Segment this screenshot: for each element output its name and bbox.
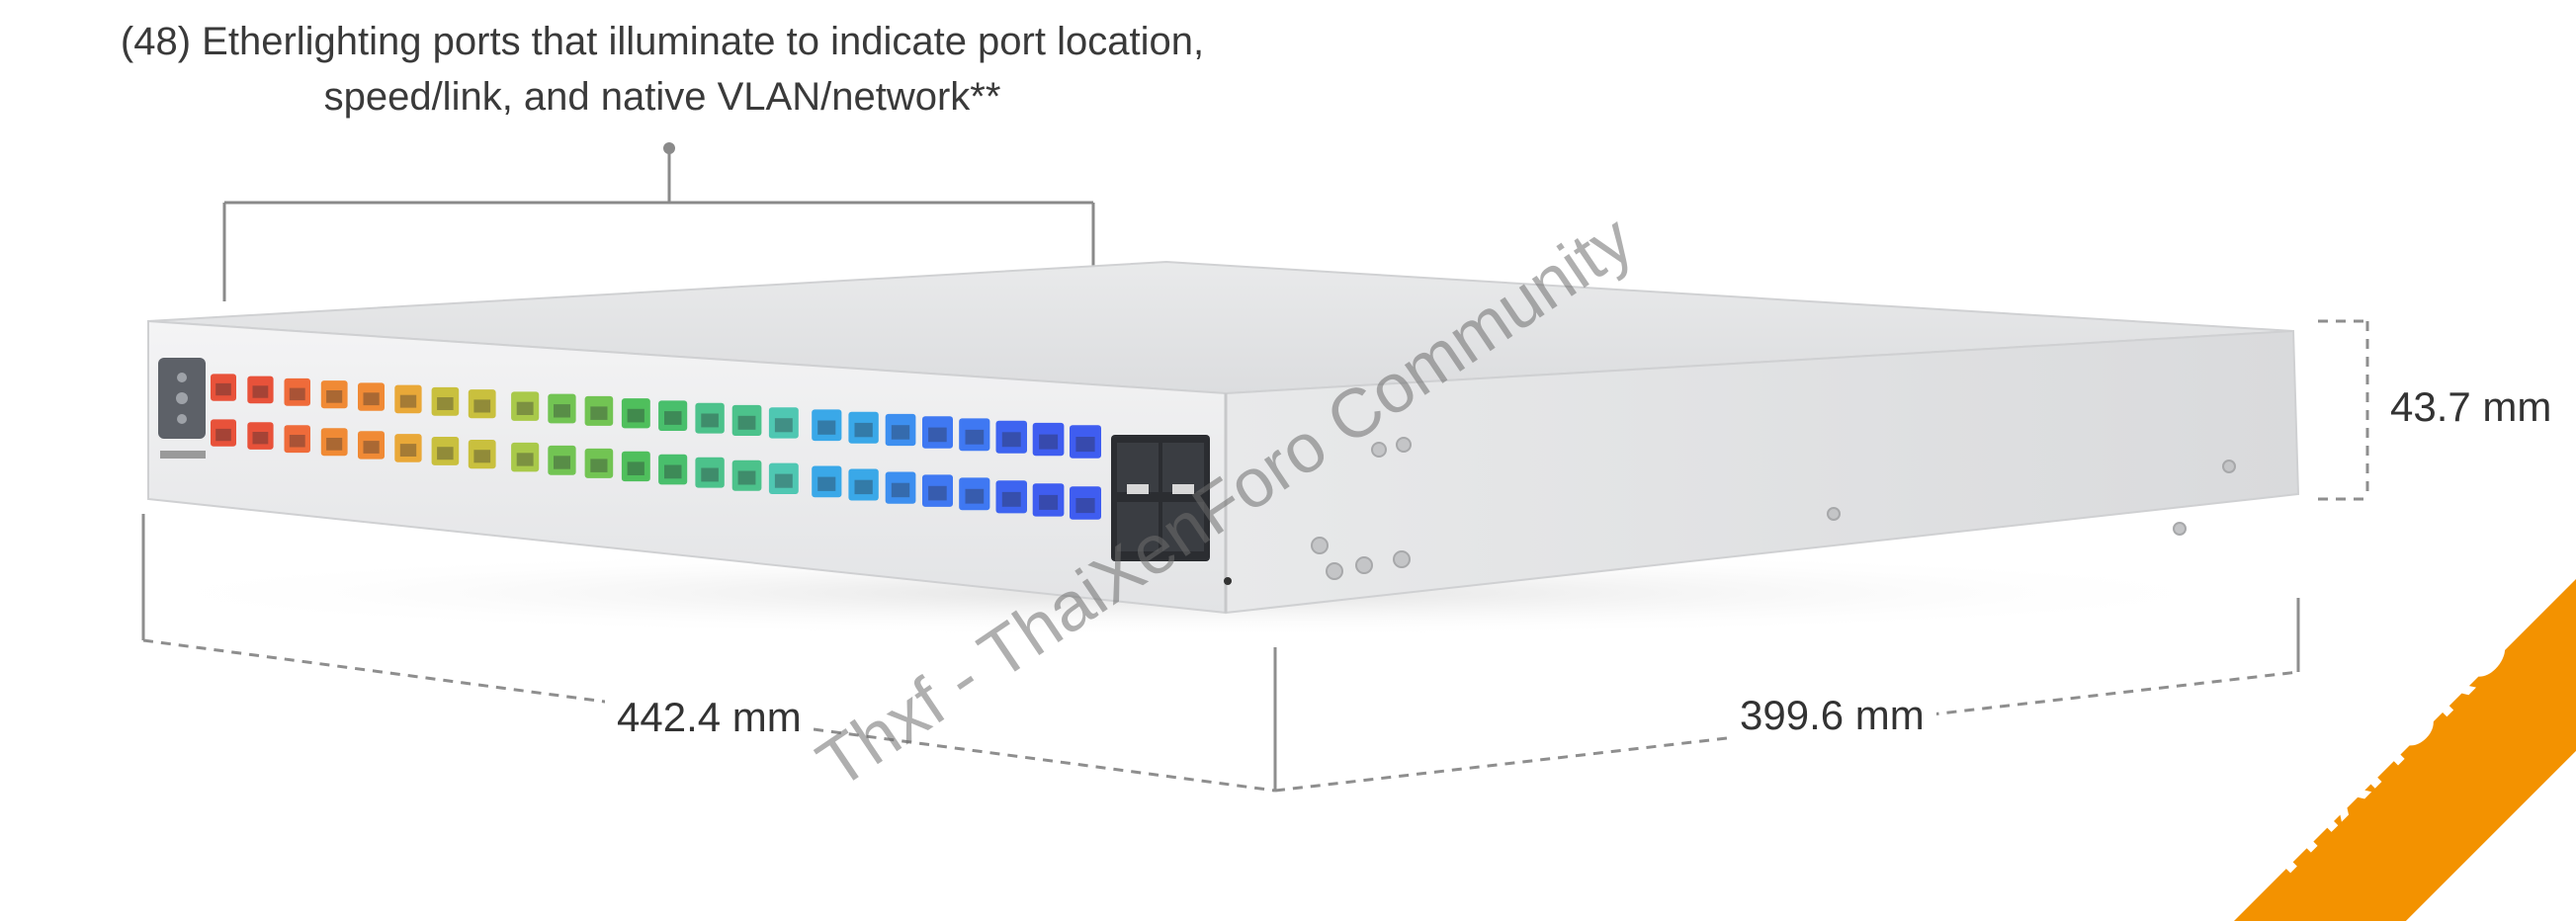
ethernet-port [548,445,576,475]
ethernet-port [358,431,385,460]
sfp-ports [1111,435,1210,561]
ethernet-port [658,400,688,431]
ethernet-port [695,457,725,488]
ethernet-port [959,477,990,511]
ethernet-port [695,402,725,434]
callout-caption: (48) Etherlighting ports that illuminate… [0,14,1325,125]
ethernet-port [431,386,460,416]
ethernet-port [731,460,762,491]
ethernet-port [922,416,953,449]
ethernet-port [922,474,953,507]
ethernet-port [1070,425,1101,459]
callout-dot [663,142,675,154]
callout-line-1: (48) Etherlighting ports that illuminate… [120,20,1205,63]
ethernet-port [247,376,274,404]
ethernet-port [885,471,916,504]
ethernet-port [584,395,614,426]
ethernet-port [358,382,385,411]
ethernet-port [995,480,1027,514]
ethernet-port [468,389,496,419]
ethernet-port [320,380,348,409]
ethernet-port [1032,483,1065,517]
ethernet-port [320,428,348,457]
brand-label [160,451,206,459]
ethernet-port [768,407,799,439]
ethernet-port [848,411,879,444]
chassis-screws [1311,437,2236,580]
ethernet-port [658,454,688,485]
ethernet-port [431,437,460,465]
ethernet-port [1032,422,1065,457]
ethernet-port [959,418,990,452]
ethernet-port [995,420,1027,454]
ethernet-port [848,468,879,501]
ethernet-port [621,451,650,482]
ethernet-port [284,425,310,454]
ethernet-port [394,384,422,414]
etherlighting-ports [211,374,1101,520]
ethernet-port [812,465,842,498]
height-dimension-label: 43.7 mm [2390,383,2552,431]
ethernet-port [394,434,422,462]
ethernet-port [284,377,310,406]
ethernet-port [548,393,576,424]
ethernet-port [768,462,799,494]
ethernet-port [731,404,762,436]
ethernet-port [621,398,650,429]
ethernet-port [468,440,496,469]
ethernet-port [885,413,916,447]
callout-line-2: speed/link, and native VLAN/network** [323,75,1001,119]
ethernet-port [584,448,614,478]
ethernet-port [511,391,540,421]
network-switch [147,260,2300,615]
ethernet-port [511,442,540,472]
ethernet-port [247,422,274,450]
width-dimension-label: 442.4 mm [605,694,814,741]
ethernet-port [211,374,236,401]
ethernet-port [812,409,842,442]
ethernet-port [1070,486,1101,520]
depth-dimension-label: 399.6 mm [1728,692,1936,739]
ethernet-port [211,419,236,447]
